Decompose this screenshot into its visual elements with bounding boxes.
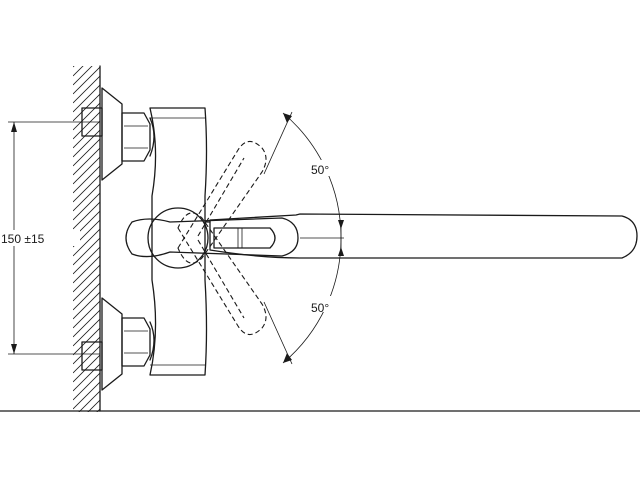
wall-hatch-line <box>73 372 100 401</box>
wall-hatch-line <box>73 273 100 302</box>
wall-hatch-line <box>73 264 100 293</box>
wall-hatch-line <box>73 418 100 445</box>
wall-hatch-line <box>96 408 100 412</box>
wall-hatch-line <box>73 138 100 167</box>
wall-hatch-line <box>73 228 100 257</box>
wall-hatch-line <box>73 309 100 338</box>
angle-dimensions: 50° 50° <box>263 111 344 365</box>
lower-mount <box>81 297 155 391</box>
wall-hatch-line <box>73 66 93 86</box>
wall-hatch-line <box>73 354 100 383</box>
wall-hatch-line <box>73 183 100 212</box>
cartridge-ball <box>147 207 209 269</box>
wall-hatch-line <box>73 66 84 77</box>
wall-hatch-line <box>73 291 100 320</box>
wall-hatch-line <box>73 66 75 68</box>
wall-hatch-line <box>78 390 100 412</box>
lever-slot <box>213 227 276 249</box>
wall-hatch-line <box>73 165 100 194</box>
wall-hatch-line <box>73 345 100 374</box>
handle-upper-position <box>177 140 267 264</box>
wall-hatch-line <box>73 147 100 176</box>
lever-handle <box>125 217 299 258</box>
faucet-body <box>149 107 208 376</box>
wall-hatch-line <box>73 192 100 221</box>
wall-hatch-line <box>87 399 100 412</box>
upper-nut <box>121 112 151 162</box>
wall-hatch-line <box>73 120 100 149</box>
handle-range-positions <box>177 140 267 336</box>
wall-hatch-line <box>73 111 100 140</box>
wall-hatch-line <box>73 174 100 203</box>
lower-decor-cup <box>101 297 123 391</box>
angle-lower-label: 50° <box>311 301 329 315</box>
wall-hatch-line <box>73 201 100 230</box>
lower-nut <box>121 317 151 367</box>
wall-hatch-line <box>73 255 100 284</box>
upper-mount <box>81 87 155 181</box>
spout <box>209 213 638 259</box>
wall-hatch-line <box>73 84 100 113</box>
wall-hatch-line <box>73 363 100 392</box>
wall-section <box>73 65 101 463</box>
wall-hatch-line <box>73 237 100 266</box>
wall-hatch-line <box>73 427 100 454</box>
wall-hatch-line <box>73 66 100 95</box>
wall-hatch-line <box>73 246 100 275</box>
handle-lower-position <box>177 212 267 336</box>
wall-hatch-line <box>73 156 100 185</box>
wall-hatch-line <box>73 129 100 158</box>
height-dimension-label: 150 ±15 <box>1 232 45 246</box>
wall-hatch-line <box>73 318 100 347</box>
wall-hatch-line <box>73 300 100 329</box>
height-dimension: 150 ±15 <box>0 121 100 355</box>
wall-hatch-line <box>73 436 100 463</box>
wall-hatch-line <box>73 282 100 311</box>
wall-hatch-line <box>73 75 100 104</box>
upper-decor-cup <box>101 87 123 181</box>
angle-upper-label: 50° <box>311 163 329 177</box>
wall-hatch-line <box>73 381 100 410</box>
